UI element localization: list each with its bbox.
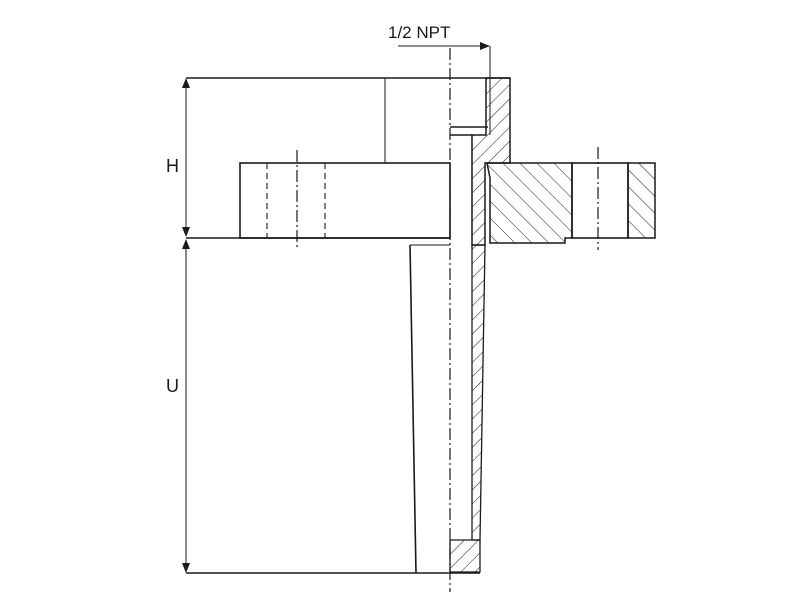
- dimension-u-label: U: [166, 376, 179, 396]
- thread-label: 1/2 NPT: [388, 23, 450, 42]
- dimension-h-label: H: [166, 156, 179, 176]
- thermowell-stem: [186, 237, 486, 574]
- flange: [239, 147, 656, 250]
- hub: [186, 77, 511, 246]
